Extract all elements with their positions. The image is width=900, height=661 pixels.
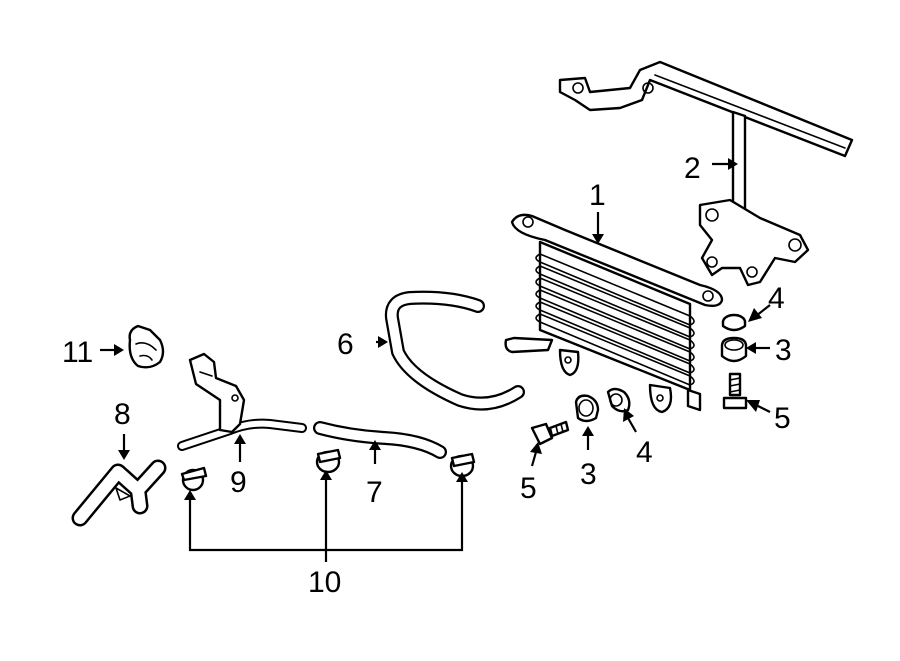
hose-clamp-left [180, 466, 208, 492]
callout-4-lower: 4 [636, 436, 653, 469]
callout-3-right: 3 [775, 334, 792, 367]
callout-11: 11 [62, 336, 93, 369]
hose-elbow [71, 459, 167, 527]
grommet-upper [720, 336, 748, 363]
callout-5-right: 5 [774, 402, 791, 435]
hose-clamp-middle [315, 448, 342, 474]
callout-7: 7 [366, 476, 383, 509]
cooler-hose-lower [313, 421, 447, 459]
cooler-hose-upper [384, 290, 525, 411]
collar-upper [721, 313, 747, 332]
callout-9: 9 [230, 466, 247, 499]
bolt-upper [722, 372, 748, 410]
callout-6: 6 [337, 328, 354, 361]
leader-lines [100, 158, 771, 562]
hose-clamp-right [449, 452, 476, 478]
grommet-lower [574, 394, 600, 423]
callout-3-lower: 3 [580, 458, 597, 491]
collar-lower [606, 387, 631, 413]
cooler-bracket [558, 60, 854, 287]
callout-1: 1 [589, 179, 606, 212]
bolt-lower [530, 420, 570, 446]
callout-8: 8 [114, 398, 131, 431]
callout-4-right: 4 [768, 282, 785, 315]
cooler-pipe [177, 352, 307, 451]
callout-5-lower: 5 [520, 472, 537, 505]
oil-cooler-core [504, 213, 724, 414]
callout-10: 10 [308, 566, 341, 599]
callout-2: 2 [684, 152, 701, 185]
hose-clip [128, 324, 165, 369]
